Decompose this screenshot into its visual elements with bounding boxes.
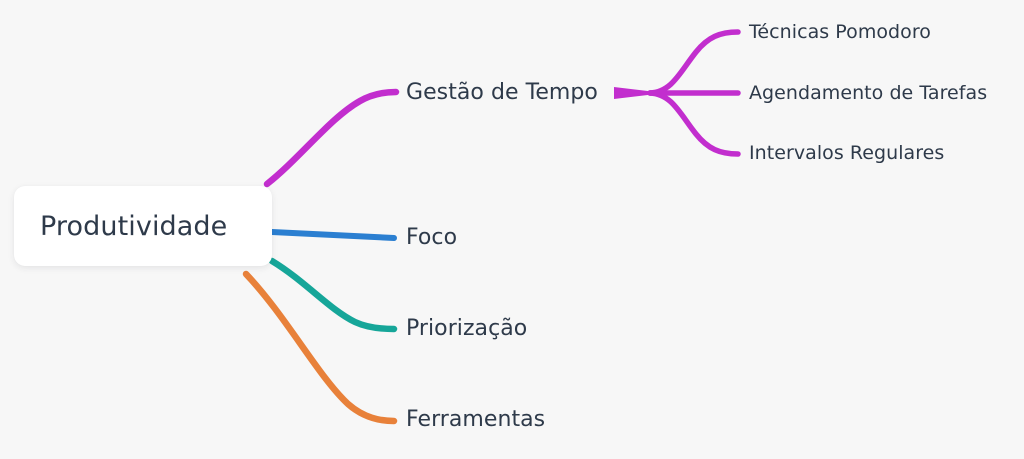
- branch-line-tecnicas-pomodoro: [647, 29, 741, 96]
- branch-line-intervalos-regulares: [647, 90, 741, 157]
- branch-line-gestao-de-tempo: [263, 88, 400, 188]
- node-label-ferramentas[interactable]: Ferramentas: [406, 407, 546, 432]
- node-label-gestao-de-tempo[interactable]: Gestão de Tempo: [406, 80, 598, 105]
- root-node[interactable]: Produtividade: [14, 186, 272, 266]
- node-label-foco[interactable]: Foco: [406, 225, 458, 250]
- node-label-priorizacao[interactable]: Priorização: [406, 316, 528, 341]
- node-label-tecnicas-pomodoro[interactable]: Técnicas Pomodoro: [749, 21, 931, 43]
- node-label-agendamento-de-tarefas[interactable]: Agendamento de Tarefas: [749, 82, 988, 104]
- branch-line-priorizacao: [268, 257, 398, 333]
- root-node-label: Produtividade: [40, 210, 228, 242]
- node-label-intervalos-regulares[interactable]: Intervalos Regulares: [749, 142, 945, 164]
- branch-line-foco: [269, 229, 397, 241]
- branch-trunk-gestao-de-tempo: [614, 87, 652, 99]
- branch-line-ferramentas: [242, 270, 398, 425]
